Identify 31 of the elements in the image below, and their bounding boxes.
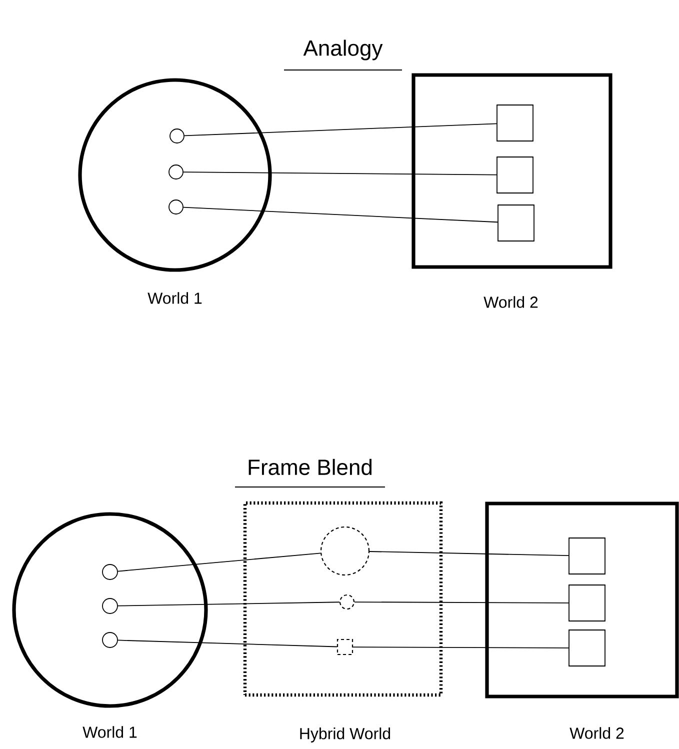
world-caption: Hybrid World bbox=[300, 728, 390, 742]
world-caption: World 1 bbox=[82, 726, 137, 738]
connector-line bbox=[352, 646, 569, 648]
circle-marker bbox=[102, 632, 118, 648]
section-heading: Frame Blend bbox=[248, 458, 372, 476]
connector-line bbox=[183, 172, 497, 176]
world-caption: World 1 bbox=[148, 292, 202, 304]
world-caption: World 2 bbox=[570, 727, 624, 739]
world-caption: World 2 bbox=[484, 296, 538, 308]
circle-marker bbox=[320, 526, 370, 576]
connector-line bbox=[354, 602, 569, 604]
connector-line bbox=[183, 206, 498, 223]
connector-line bbox=[369, 551, 569, 556]
square-marker bbox=[336, 638, 354, 656]
circle-marker bbox=[168, 200, 184, 214]
connector-line bbox=[118, 640, 338, 648]
connector-line bbox=[184, 123, 497, 136]
circle-marker bbox=[102, 598, 118, 614]
connector-line bbox=[118, 602, 340, 606]
connector-line bbox=[117, 552, 321, 572]
square-marker bbox=[568, 538, 606, 574]
circle-marker bbox=[339, 594, 355, 610]
square-marker bbox=[496, 156, 534, 194]
square-marker bbox=[568, 630, 606, 666]
square-marker bbox=[496, 104, 534, 142]
circle-marker bbox=[168, 164, 184, 180]
circle-marker bbox=[170, 128, 184, 144]
section-heading: Analogy bbox=[303, 40, 383, 60]
square-marker bbox=[568, 584, 606, 622]
circle-marker bbox=[102, 564, 118, 580]
square-marker bbox=[498, 204, 534, 242]
